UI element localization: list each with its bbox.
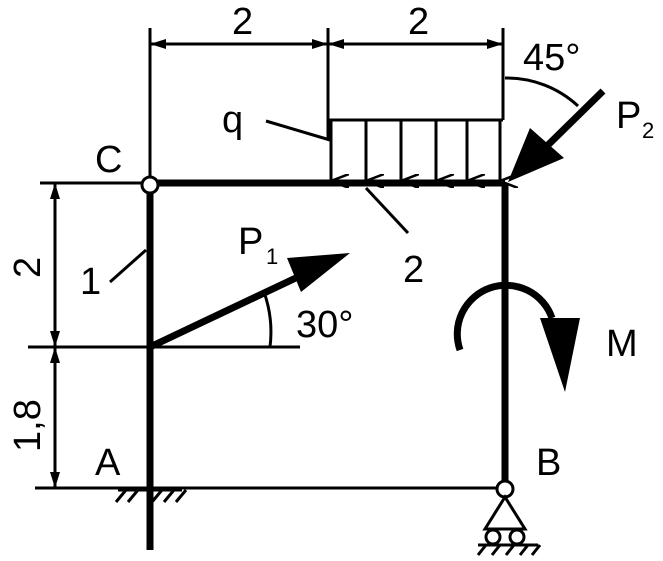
roller-support-b [476, 479, 542, 556]
dimension-lines [28, 28, 505, 490]
moment-m [453, 281, 580, 392]
leader-lines [109, 119, 410, 284]
dim-left-lower-label: 1,8 [7, 399, 49, 452]
p2-angle-arc [504, 76, 580, 108]
force-p1-label: P [238, 221, 263, 263]
leader-q [265, 119, 331, 142]
node-c-label: C [95, 139, 122, 181]
node-a-label: A [95, 442, 121, 484]
force-p1 [148, 253, 350, 351]
dim-top-left-label: 2 [232, 1, 253, 43]
leader-bar-2 [364, 186, 410, 235]
p1-angle-arc [262, 291, 273, 348]
bar-1-label: 1 [80, 261, 101, 303]
force-p2 [504, 76, 606, 182]
leader-bar-1 [109, 248, 147, 284]
force-p2-label: P [616, 95, 641, 137]
bar-2-label: 2 [403, 249, 424, 291]
distributed-load-q [328, 118, 503, 181]
node-b-label: B [536, 442, 561, 484]
dim-left-upper-label: 2 [7, 257, 49, 278]
dim-top-right-label: 2 [408, 1, 429, 43]
hinge-c [140, 175, 160, 195]
load-q-label: q [222, 99, 243, 141]
force-p2-subscript: 2 [642, 118, 654, 143]
fixed-support-a [114, 488, 188, 503]
angle-p1-label: 30° [296, 304, 353, 346]
angle-p2-label: 45° [523, 37, 580, 79]
frame [146, 179, 509, 550]
force-p1-subscript: 1 [266, 244, 278, 269]
moment-m-label: M [606, 323, 638, 365]
